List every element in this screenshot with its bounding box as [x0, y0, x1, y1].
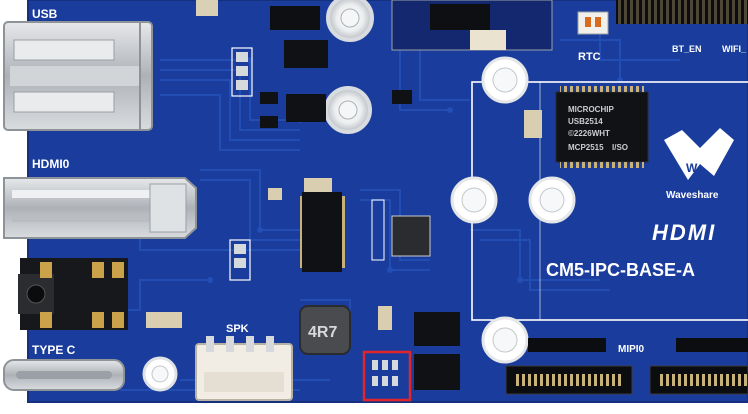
usb-port [3, 21, 153, 131]
mcp-chip-line1: MCP2515 [568, 143, 604, 152]
hdmi-logo: HDMI [652, 220, 716, 245]
rtc-label: RTC [578, 51, 601, 63]
rtc-connector [577, 11, 609, 35]
audio-jack [18, 258, 128, 330]
highlighted-pads [372, 360, 398, 386]
inductor: 4R7 [299, 305, 351, 355]
bottom-ics [146, 306, 460, 390]
brand-label: Waveshare [666, 190, 719, 201]
svg-text:W: W [686, 161, 698, 175]
hub-chip-line3: ©2226WHT [568, 129, 610, 138]
wifi-label: WIFI_ [722, 44, 747, 54]
hub-chip-line1: MICROCHIP [568, 105, 614, 114]
board-name-label: CM5-IPC-BASE-A [546, 260, 695, 280]
usb-c-port [3, 359, 125, 391]
highlight-box [362, 350, 412, 402]
usb-label: USB [32, 7, 58, 21]
bt-en-label: BT_EN [672, 44, 702, 54]
hdmi-port [3, 177, 197, 239]
speaker-connector [195, 336, 293, 401]
hdmi0-label: HDMI0 [32, 157, 70, 171]
small-ics [231, 40, 412, 128]
small-chip-near-module [524, 110, 542, 138]
top-module [196, 0, 553, 51]
mounting-holes [142, 0, 576, 392]
waveshare-logo: W [664, 128, 734, 180]
type-c-label: TYPE C [32, 343, 76, 357]
middle-ics [229, 178, 431, 281]
mcp-chip-line2: I/SO [612, 143, 628, 152]
mipi-connectors [505, 338, 748, 395]
usb-hub-chip: MICROCHIP USB2514 ©2226WHT [555, 86, 649, 168]
spk-label: SPK [226, 323, 249, 335]
mipi0-label: MIPI0 [618, 344, 645, 355]
hub-chip-line2: USB2514 [568, 117, 603, 126]
inductor-marking: 4R7 [308, 324, 337, 341]
